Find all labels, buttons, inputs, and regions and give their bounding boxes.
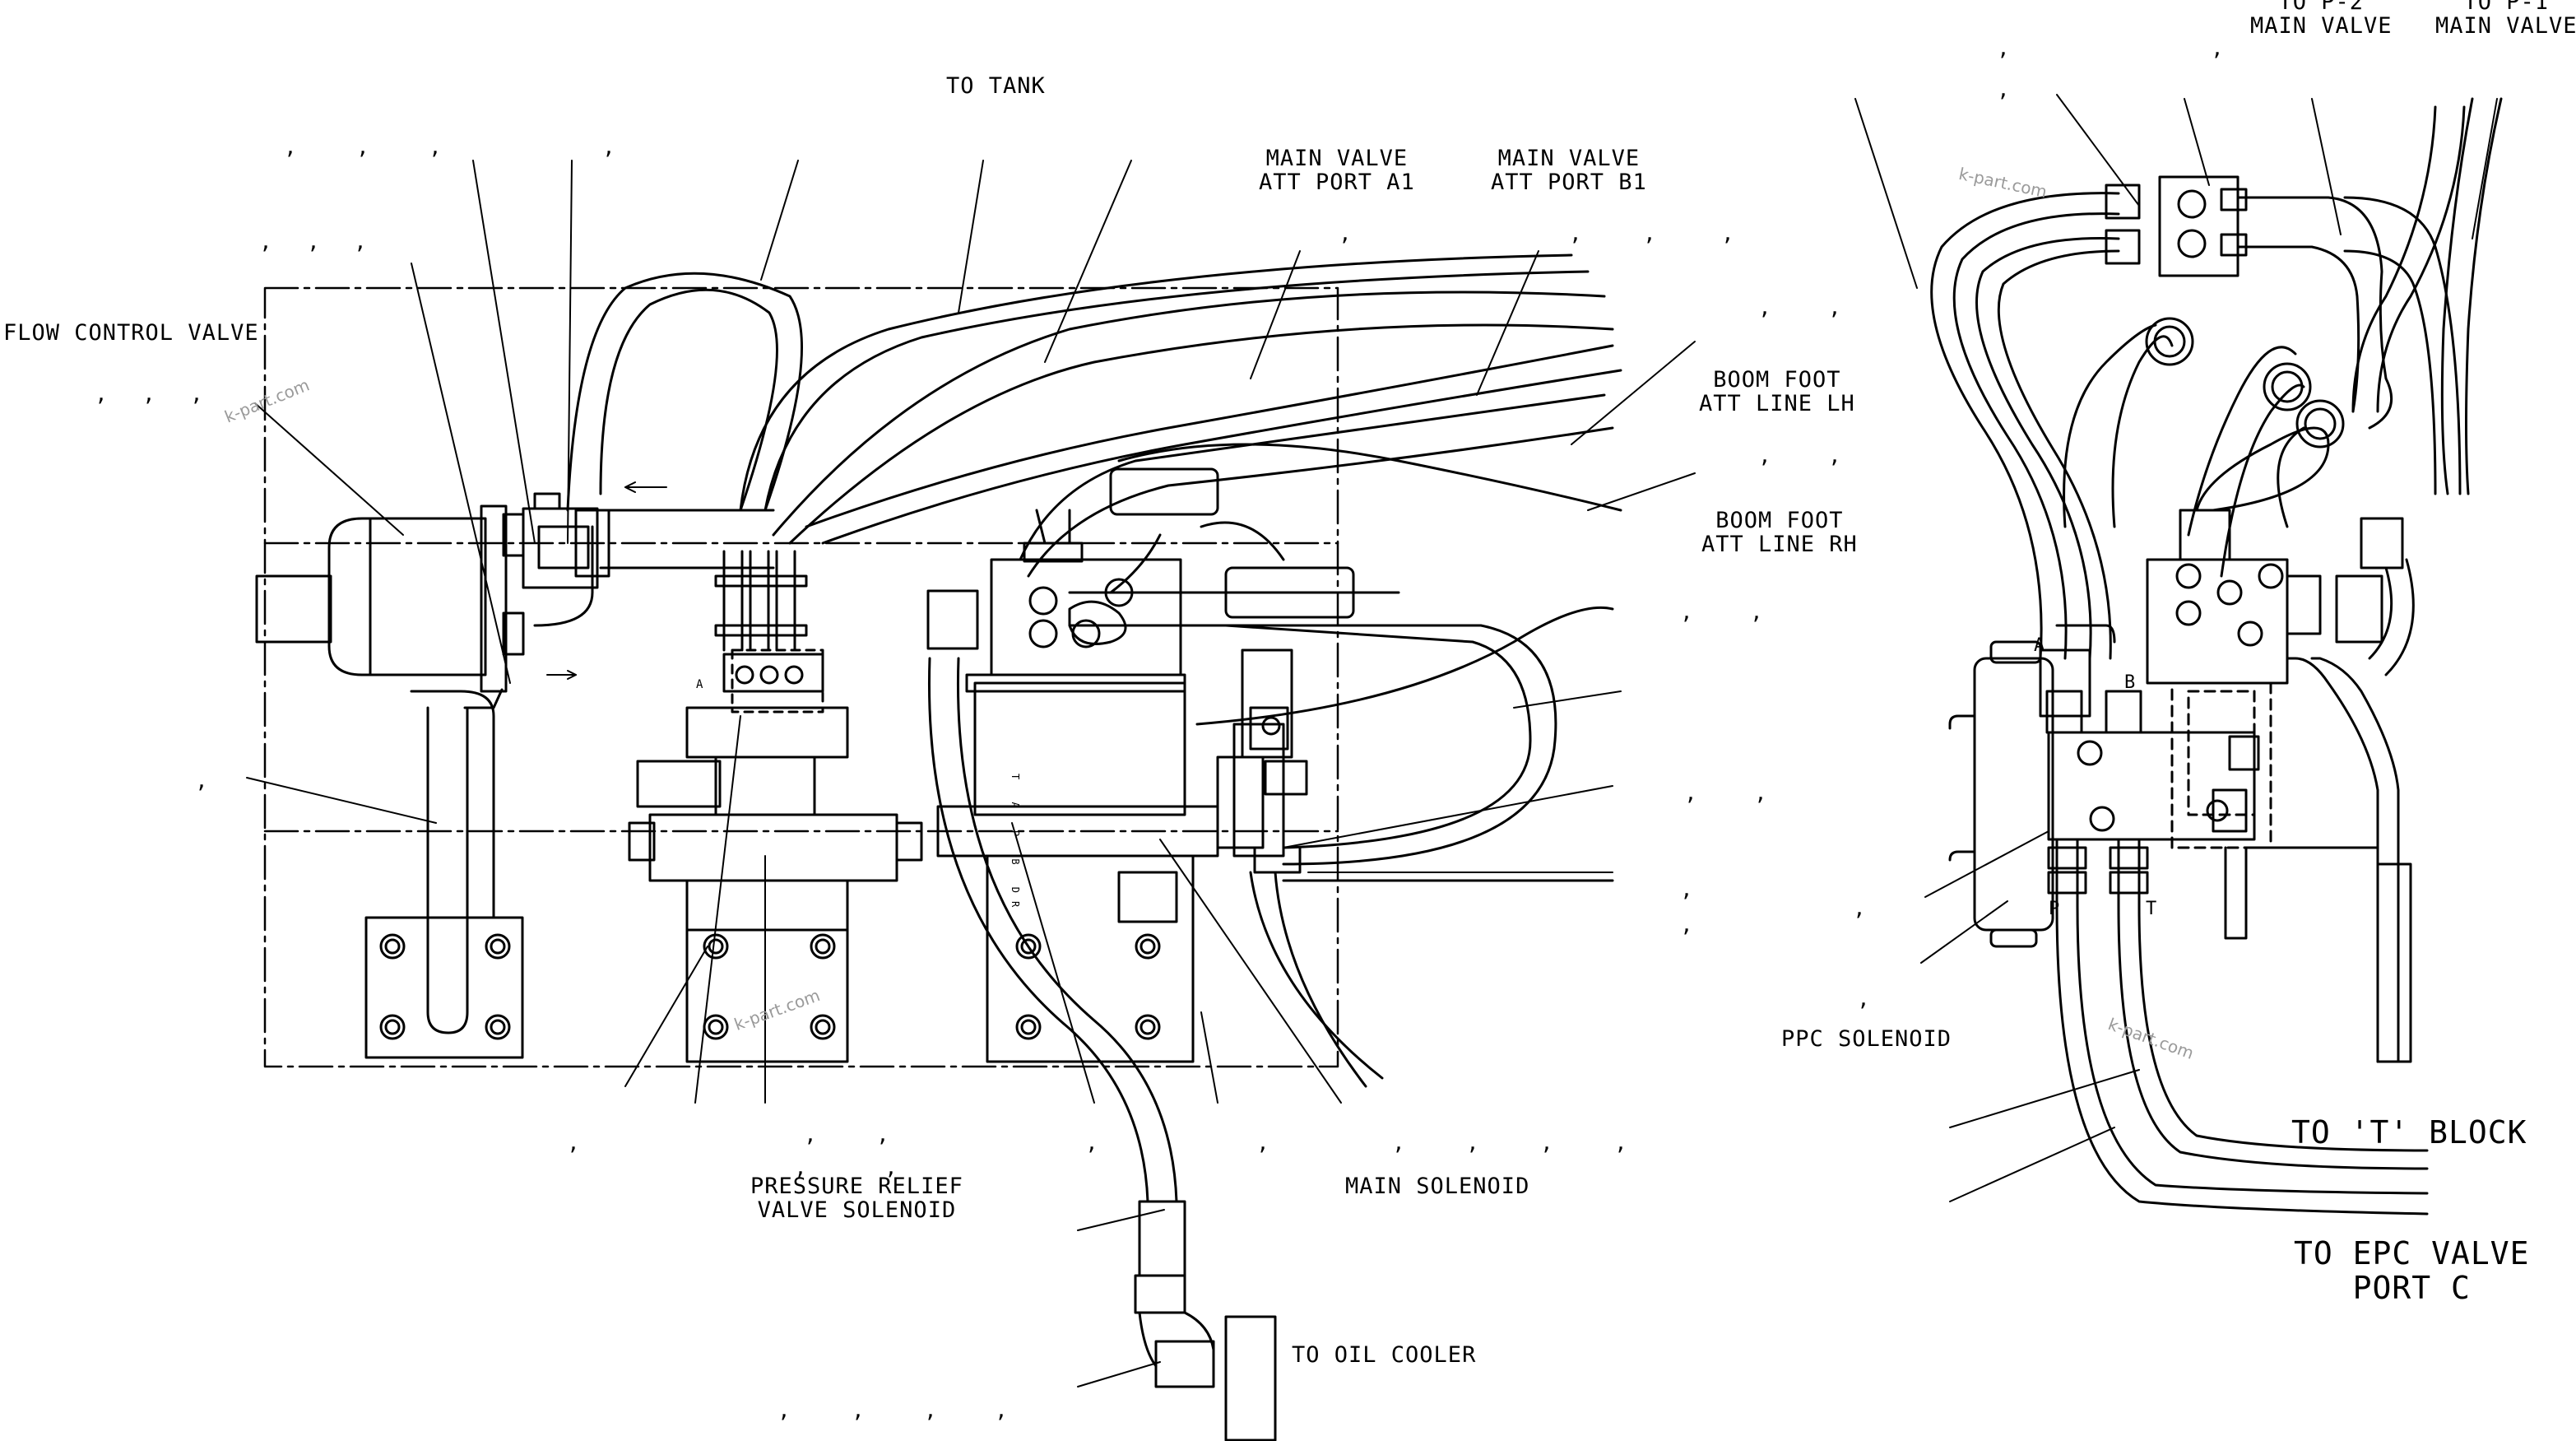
- oil-cooler-hose: [927, 657, 1277, 1441]
- callout-mark: ,: [1645, 218, 1654, 247]
- callout-mark: ,: [1761, 440, 1769, 469]
- callout-mark: ,: [1687, 778, 1695, 806]
- callout-mark: ,: [1999, 33, 2007, 62]
- port-label-a: A: [2034, 635, 2046, 656]
- label-to-p2-main-valve: TO P-2 MAIN VALVE: [2250, 0, 2393, 39]
- pressure-relief-valve: [628, 648, 923, 1063]
- label-boom-foot-rh: BOOM FOOT ATT LINE RH: [1701, 508, 1858, 557]
- callout-mark: ,: [1543, 1127, 1551, 1156]
- long-hoses-left: [566, 253, 1622, 1088]
- right-view-valve-block: [1948, 509, 2322, 948]
- callout-mark: ,: [1999, 74, 2007, 103]
- callout-mark: ,: [1617, 1127, 1625, 1156]
- callout-mark: ,: [1341, 218, 1349, 247]
- callout-mark: ,: [1724, 218, 1732, 247]
- callout-mark: ,: [359, 132, 367, 160]
- port-label-small-a: A: [696, 678, 704, 691]
- label-main-solenoid: MAIN SOLENOID: [1345, 1174, 1530, 1199]
- callout-mark: ,: [997, 1395, 1005, 1424]
- callout-mark: ,: [1259, 1127, 1267, 1156]
- callout-mark: ,: [926, 1395, 935, 1424]
- callout-mark: ,: [1855, 893, 1864, 922]
- callout-mark: ,: [879, 1119, 887, 1148]
- right-view-lower-hoses: [2045, 690, 2429, 1216]
- label-main-valve-b1: MAIN VALVE ATT PORT B1: [1491, 146, 1647, 195]
- callout-mark: ,: [887, 1152, 895, 1181]
- label-to-p1-main-valve: TO P-1 MAIN VALVE: [2435, 0, 2576, 39]
- callout-mark: ,: [197, 765, 206, 794]
- callout-mark: ,: [1571, 218, 1580, 247]
- callout-mark: ,: [262, 226, 270, 255]
- callout-mark: ,: [1761, 292, 1769, 321]
- callout-mark: ,: [780, 1395, 788, 1424]
- flow-control-valve: [255, 492, 610, 709]
- right-view-hoses: [1930, 97, 2503, 718]
- callout-mark: ,: [1395, 1127, 1403, 1156]
- callout-mark: ,: [1831, 292, 1839, 321]
- callout-mark: ,: [193, 379, 201, 407]
- callout-mark: ,: [796, 1152, 805, 1181]
- callout-mark: ,: [1683, 597, 1691, 625]
- port-label-t: T: [2146, 899, 2158, 919]
- label-to-oil-cooler: TO OIL COOLER: [1292, 1342, 1477, 1368]
- label-main-valve-a1: MAIN VALVE ATT PORT A1: [1259, 146, 1415, 195]
- callout-mark: ,: [1683, 874, 1691, 903]
- right-view-bracket: [2253, 657, 2412, 1063]
- callout-mark: ,: [1088, 1127, 1096, 1156]
- label-to-tank: TO TANK: [946, 73, 1046, 99]
- callout-mark: ,: [605, 132, 613, 160]
- label-pressure-relief-valve-solenoid: PRESSURE RELIEF VALVE SOLENOID: [750, 1174, 963, 1223]
- leader-lines-left: [246, 160, 1696, 1388]
- callout-mark: ,: [1757, 778, 1765, 806]
- port-label-p: P: [2049, 899, 2061, 919]
- label-flow-control-valve: FLOW CONTROL VALVE: [3, 320, 259, 346]
- callout-mark: ,: [569, 1127, 578, 1156]
- callout-mark: ,: [806, 1119, 815, 1148]
- callout-mark: ,: [1469, 1127, 1477, 1156]
- callout-mark: ,: [145, 379, 153, 407]
- callout-mark: ,: [1859, 983, 1868, 1012]
- callout-mark: ,: [431, 132, 439, 160]
- main-solenoid-valve: [926, 542, 1308, 1063]
- callout-mark: ,: [309, 226, 318, 255]
- callout-mark: ,: [97, 379, 105, 407]
- callout-mark: ,: [286, 132, 295, 160]
- label-to-epc-valve-port-c: TO EPC VALVE PORT C: [2294, 1235, 2530, 1306]
- leader-lines-right: [1854, 94, 2498, 1202]
- solenoid-port-letters: T A P B DR: [1010, 774, 1021, 916]
- callout-mark: ,: [1683, 909, 1691, 938]
- callout-mark: ,: [1752, 597, 1761, 625]
- mounting-plate: [263, 286, 1339, 1068]
- label-to-t-block: TO 'T' BLOCK: [2291, 1114, 2527, 1150]
- callout-mark: ,: [356, 226, 364, 255]
- support-bracket-left: [364, 690, 524, 1059]
- label-ppc-solenoid: PPC SOLENOID: [1781, 1026, 1952, 1052]
- relief-valve-hoses: [714, 550, 808, 685]
- flow-arrows[interactable]: [546, 481, 667, 680]
- callout-mark: ,: [2213, 33, 2221, 62]
- callout-mark: ,: [1831, 440, 1839, 469]
- label-boom-foot-lh: BOOM FOOT ATT LINE LH: [1699, 367, 1855, 416]
- callout-mark: ,: [854, 1395, 862, 1424]
- port-label-b: B: [2124, 672, 2137, 693]
